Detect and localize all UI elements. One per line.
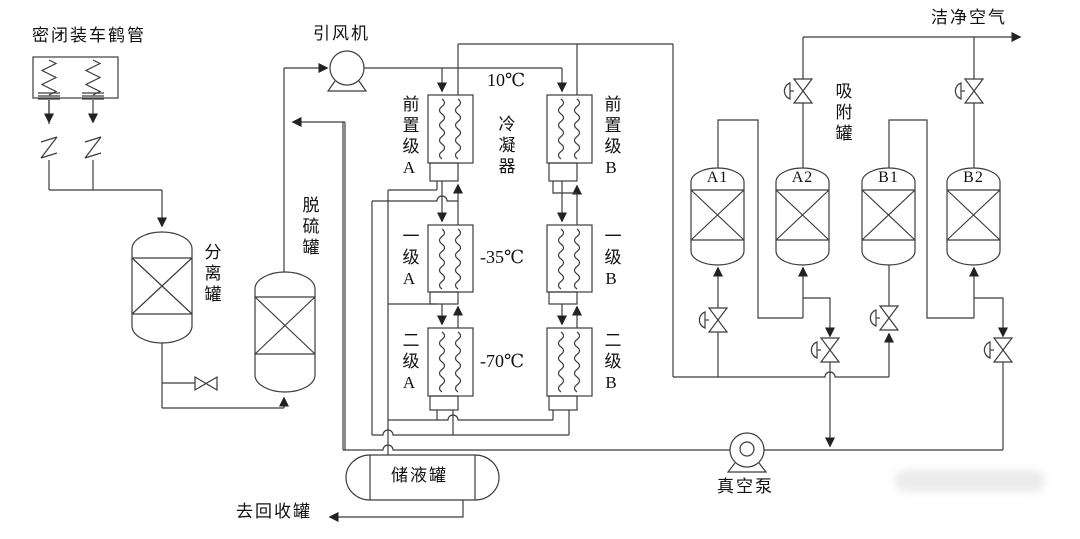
loading-arm-symbol xyxy=(32,56,119,159)
vacuum-pump-label: 真空泵 xyxy=(717,477,774,496)
stage2-a-label: 二级A xyxy=(399,331,419,396)
adsorber-b1-label: B1 xyxy=(878,169,899,186)
vent-valve-b2 xyxy=(954,78,985,104)
storage-tank-symbol xyxy=(345,454,500,501)
condenser-stage2-a xyxy=(427,327,474,411)
desulfurizer-tank-label: 脱硫罐 xyxy=(299,196,319,259)
inlet-valve-b1 xyxy=(869,305,900,331)
adsorber-group-label: 吸附罐 xyxy=(832,82,852,145)
clean-air-label: 洁净空气 xyxy=(931,8,1007,27)
condenser-pre-stage-a xyxy=(427,94,474,182)
condenser-stage2-b xyxy=(546,327,593,411)
regen-valve-b2 xyxy=(983,337,1014,363)
adsorber-b2-label: B2 xyxy=(963,169,984,186)
adsorber-a2-label: A2 xyxy=(791,169,814,186)
adsorber-a1-vessel xyxy=(690,167,745,266)
regen-valve-a2 xyxy=(810,337,841,363)
storage-tank-label: 储液罐 xyxy=(391,466,448,485)
adsorber-b2-vessel xyxy=(946,167,1001,266)
adsorber-a1-label: A1 xyxy=(706,169,729,186)
pipe-network xyxy=(43,31,1022,523)
stage2-b-label: 二级B xyxy=(601,331,621,396)
loading-arm-label: 密闭装车鹤管 xyxy=(32,26,146,45)
desulfurizer-tank-symbol xyxy=(254,271,316,393)
condenser-label: 冷凝器 xyxy=(495,115,515,178)
stage2-temp-label: -70℃ xyxy=(480,351,525,371)
separator-tank-label: 分离罐 xyxy=(201,243,221,306)
stage1-b-label: 一级B xyxy=(601,227,621,292)
adsorber-a2-vessel xyxy=(775,167,830,266)
pre-stage-b-label: 前置级B xyxy=(601,95,621,181)
stage1-a-label: 一级A xyxy=(399,227,419,292)
adsorber-b1-vessel xyxy=(861,167,916,266)
condenser-pre-stage-b xyxy=(546,94,593,182)
condenser-stage1-b xyxy=(546,224,593,305)
vacuum-pump-symbol xyxy=(726,432,768,473)
stage1-temp-label: -35℃ xyxy=(480,247,525,267)
pre-stage-a-label: 前置级A xyxy=(399,95,419,181)
fan-label: 引风机 xyxy=(313,24,370,43)
separator-tank-symbol xyxy=(131,231,193,344)
watermark xyxy=(895,470,1045,492)
breakaway-coupling-icon xyxy=(40,136,102,159)
condenser-stage1-a xyxy=(427,224,474,305)
pre-stage-temp-label: 10℃ xyxy=(487,70,526,90)
vent-valve-a2 xyxy=(783,78,814,104)
inlet-valve-a1 xyxy=(698,307,729,333)
separator-drain-valve xyxy=(194,375,218,392)
fan-symbol xyxy=(326,50,368,92)
to-recovery-label: 去回收罐 xyxy=(236,502,312,521)
